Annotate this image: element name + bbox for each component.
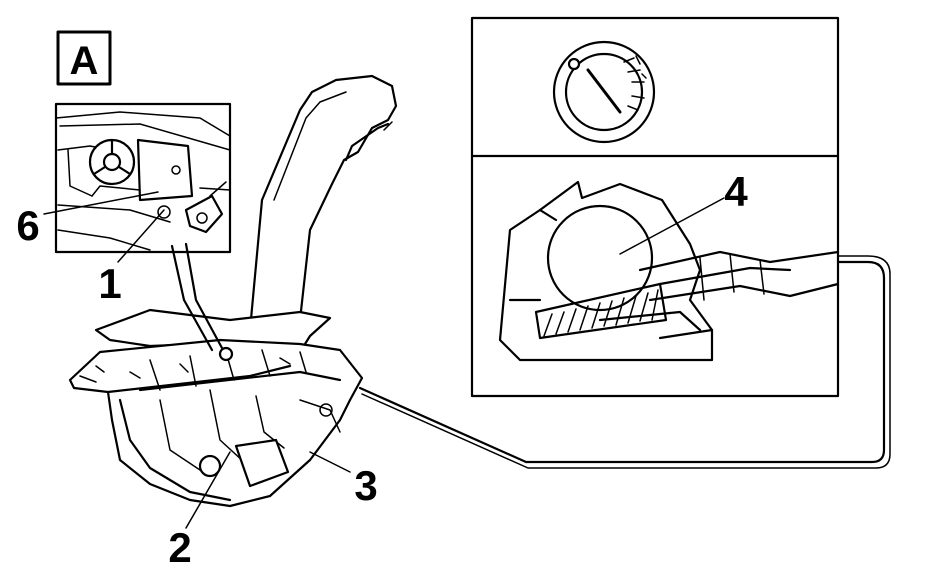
cable-end-assembly (498, 180, 840, 362)
cable-routing-line (358, 260, 886, 464)
panel-label: A (70, 39, 99, 83)
callout-4: 4 (724, 168, 748, 215)
position-dial (552, 40, 656, 144)
callout-1: 1 (98, 260, 121, 307)
panel-label-box: A (56, 30, 112, 86)
leader-lines (43, 191, 725, 529)
inset-detail-view (54, 102, 232, 254)
callout-6: 6 (16, 202, 39, 249)
shifter-assembly (68, 74, 398, 508)
callout-2: 2 (168, 524, 191, 571)
detail-panel-right (470, 16, 840, 398)
callout-3: 3 (354, 462, 377, 509)
